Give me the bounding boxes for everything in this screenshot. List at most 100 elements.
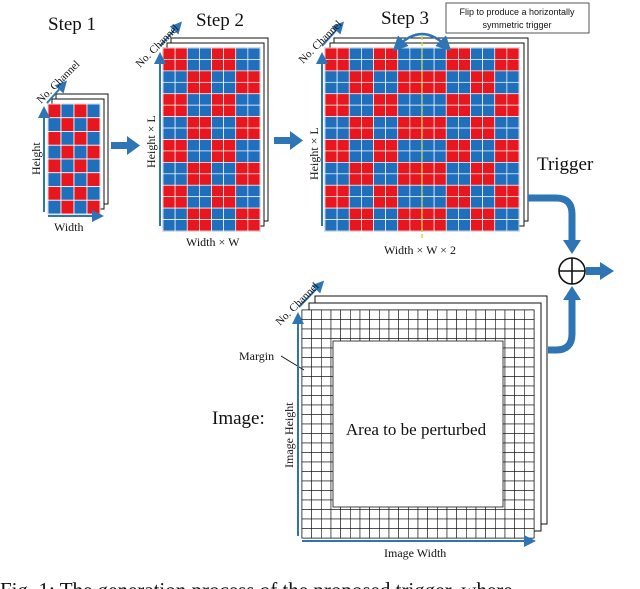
grid-cell [475,319,486,330]
grid-cell [60,158,75,174]
grid-cell [504,442,515,453]
grid-cell [235,59,249,72]
grid-cell [506,47,520,60]
grid-cell [235,162,249,175]
grid-cell [494,139,508,152]
grid-cell [494,93,508,106]
grid-cell [186,81,200,95]
grid-cell [506,150,520,163]
grid-cell [336,173,350,186]
grid-cell [348,139,362,152]
grid-cell [397,116,411,129]
grid-cell [485,528,496,539]
grid-cell [385,139,399,152]
grid-cell [324,173,338,186]
grid-cell [397,70,411,83]
add-operator-icon [558,257,586,285]
grid-cell [446,518,457,529]
grid-cell [60,144,75,160]
grid-cell [162,47,176,60]
grid-cell [162,81,176,95]
grid-cell [494,150,508,163]
grid-cell [524,347,535,358]
grid-cell [321,385,332,396]
grid-cell [495,328,506,339]
grid-cell [369,309,380,320]
grid-cell [47,144,62,160]
grid-cell [524,319,535,330]
grid-cell [301,471,312,482]
grid-cell [199,150,212,163]
grid-cell [162,59,176,72]
grid-cell [458,150,471,163]
grid-cell [340,328,351,339]
grid-cell [174,173,188,186]
grid-cell [359,509,370,520]
grid-cell [524,499,535,510]
flow-arrow-step2-to-step3 [274,131,303,150]
grid-cell [211,70,224,83]
grid-cell [470,219,483,232]
grid-cell [199,162,212,175]
grid-cell [361,104,374,117]
grid-cell [359,319,370,330]
grid-cell [421,196,435,209]
grid-cell [330,528,341,539]
grid-cell [311,528,322,539]
grid-cell [301,442,312,453]
grid-cell [470,173,483,186]
grid-cell [504,347,515,358]
grid-cell [379,309,390,320]
grid-cell [446,309,457,320]
grid-cell [514,499,525,510]
grid-cell [162,173,176,186]
flow-arrow-step1-to-step2 [111,136,140,155]
grid-cell [458,139,471,152]
grid-cell [494,47,508,60]
grid-cell [301,452,312,463]
grid-cell [458,173,471,186]
grid-cell [504,433,515,444]
grid-cell [311,357,322,368]
grid-cell [211,127,224,140]
grid-cell [456,509,467,520]
grid-cell [247,184,261,198]
grid-cell [373,81,386,95]
grid-cell [482,70,496,83]
grid-cell [421,184,435,198]
margin-label: Margin [239,349,274,363]
step3-width-label: Width × W × 2 [384,243,456,257]
grid-cell [524,338,535,349]
grid-cell [301,490,312,501]
grid-cell [445,162,459,175]
grid-cell [199,196,212,209]
perturbed-area [332,340,504,508]
grid-cell [199,207,212,220]
grid-cell [421,219,435,232]
grid-cell [506,127,520,140]
grid-cell [385,70,399,83]
grid-cell [397,207,411,220]
grid-cell [388,309,399,320]
step2-channel-arrow [159,21,183,47]
grid-cell [321,319,332,330]
grid-cell [446,509,457,520]
grid-cell [524,376,535,387]
grid-cell [301,423,312,434]
grid-cell [427,309,438,320]
image-width-label: Image Width [384,546,446,560]
grid-cell [379,328,390,339]
grid-cell [417,518,428,529]
grid-cell [373,207,386,220]
grid-cell [421,207,435,220]
grid-cell [409,127,423,140]
grid-cell [458,47,471,60]
grid-cell [446,319,457,330]
grid-cell [482,47,496,60]
grid-cell [60,117,75,132]
grid-cell [409,59,423,72]
step1-height-label: Height [29,142,43,175]
grid-cell [514,490,525,501]
grid-cell [301,376,312,387]
grid-cell [470,127,483,140]
